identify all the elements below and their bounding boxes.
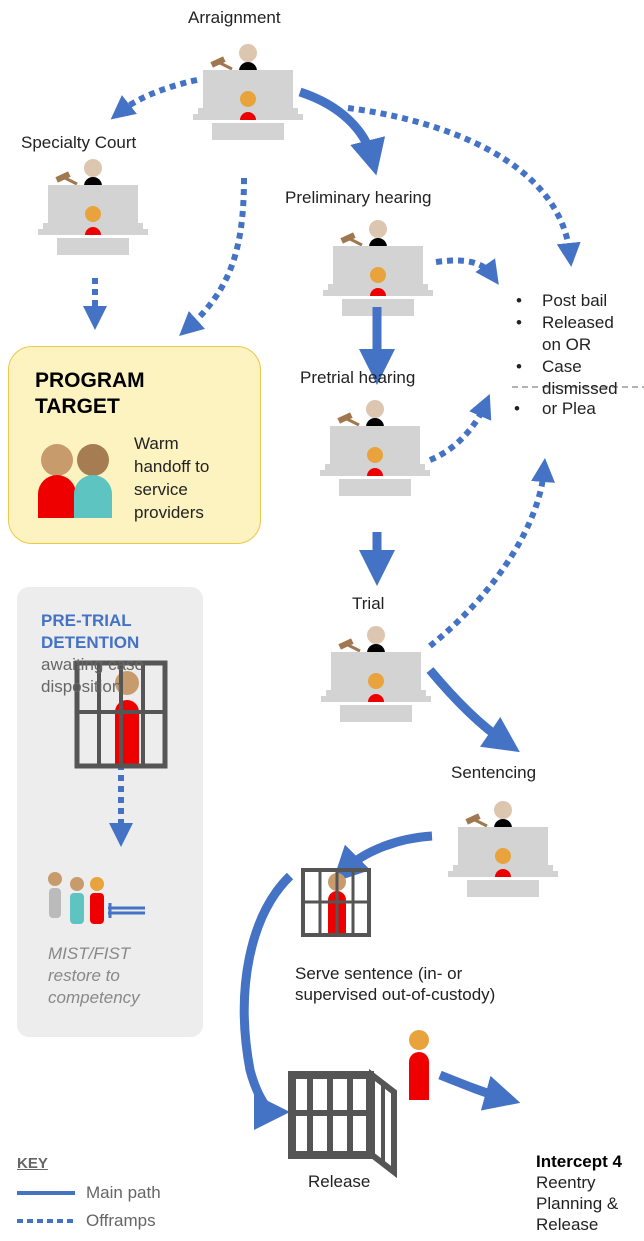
arraignment-label: Arraignment: [188, 8, 281, 27]
arraignment-to-outcomes-offramp: [347, 105, 581, 267]
arraignment-to-specialty-offramp: [110, 77, 198, 120]
intercept-title: Intercept 4: [536, 1152, 622, 1171]
key-offramps-label: Offramps: [86, 1211, 156, 1230]
sentencing-court-icon: [446, 799, 560, 899]
detention-title-line2: DETENTION: [41, 633, 140, 652]
serve-sentence-label-line1: Serve sentence (in- or: [295, 964, 463, 983]
program-target-desc-line1: Warm: [134, 434, 179, 453]
outcome-plea: or Plea: [542, 399, 596, 418]
program-target-desc-line3: service: [134, 480, 188, 499]
program-target-desc-line4: providers: [134, 503, 204, 522]
detention-title-line1: PRE-TRIAL: [41, 611, 132, 630]
serve-sentence-cell-icon: [301, 868, 371, 937]
trial-to-sentencing-arrow: [426, 667, 520, 753]
pretrial-hearing-label: Pretrial hearing: [300, 368, 416, 387]
intercept-line1: Reentry: [536, 1173, 596, 1192]
trial-court-icon: [319, 624, 433, 724]
serve-sentence-label-line2: supervised out-of-custody): [295, 985, 496, 1004]
specialty-court-label: Specialty Court: [21, 133, 137, 152]
restore-line1: MIST/FIST: [48, 944, 131, 963]
arraignment-court-icon: [191, 42, 305, 142]
main-path-arrows: [239, 87, 521, 1130]
detention-cell-icon: [74, 660, 168, 769]
arraignment-to-program-offramp: [179, 177, 247, 337]
preliminary-hearing-label: Preliminary hearing: [285, 188, 432, 207]
restore-line3: competency: [48, 988, 140, 1007]
intercept-line3: Release: [536, 1215, 599, 1234]
serve-to-release-arrow: [239, 872, 294, 1130]
pretrial-to-plea-offramp: [428, 393, 492, 463]
preliminary-to-outcomes-offramp: [435, 257, 499, 285]
release-gate-icon: [288, 1068, 397, 1179]
trial-label: Trial: [352, 594, 385, 613]
offramp-arrows: [83, 77, 581, 847]
sentencing-label: Sentencing: [451, 763, 537, 782]
restore-competency-icon: [48, 872, 145, 924]
restore-line2: restore to: [48, 966, 120, 985]
program-target-title-line1: PROGRAM: [35, 369, 145, 392]
service-providers-icon: [38, 444, 112, 518]
outcome-released: Released: [514, 312, 618, 334]
key-title: KEY: [17, 1155, 48, 1172]
sentencing-to-serve-arrow: [332, 831, 433, 883]
released-person-icon: [409, 1030, 429, 1100]
preliminary-hearing-court-icon: [321, 218, 435, 318]
intercept-line2: Planning &: [536, 1194, 619, 1213]
program-target-desc-line2: handoff to: [134, 457, 210, 476]
arraignment-to-preliminary-arrow: [298, 87, 386, 176]
detention-desc-line2: disposition: [41, 677, 122, 696]
release-to-intercept-arrow: [438, 1070, 521, 1111]
outcome-plea-bullet: •: [514, 399, 520, 418]
outcomes-list: Post bail Released on OR Case dismissed: [514, 290, 618, 400]
detention-desc-line1: awaiting case: [41, 655, 145, 674]
trial-to-plea-offramp: [428, 458, 555, 649]
release-label: Release: [308, 1172, 371, 1191]
key-main-path-label: Main path: [86, 1183, 161, 1202]
pretrial-hearing-court-icon: [318, 398, 432, 498]
outcome-post-bail: Post bail: [514, 290, 618, 312]
specialty-court-icon: [36, 157, 150, 257]
program-target-title-line2: TARGET: [35, 395, 120, 418]
outcome-case: Case: [514, 356, 618, 378]
outcome-case-cont: dismissed: [542, 379, 618, 398]
outcome-released-cont: on OR: [542, 335, 592, 354]
